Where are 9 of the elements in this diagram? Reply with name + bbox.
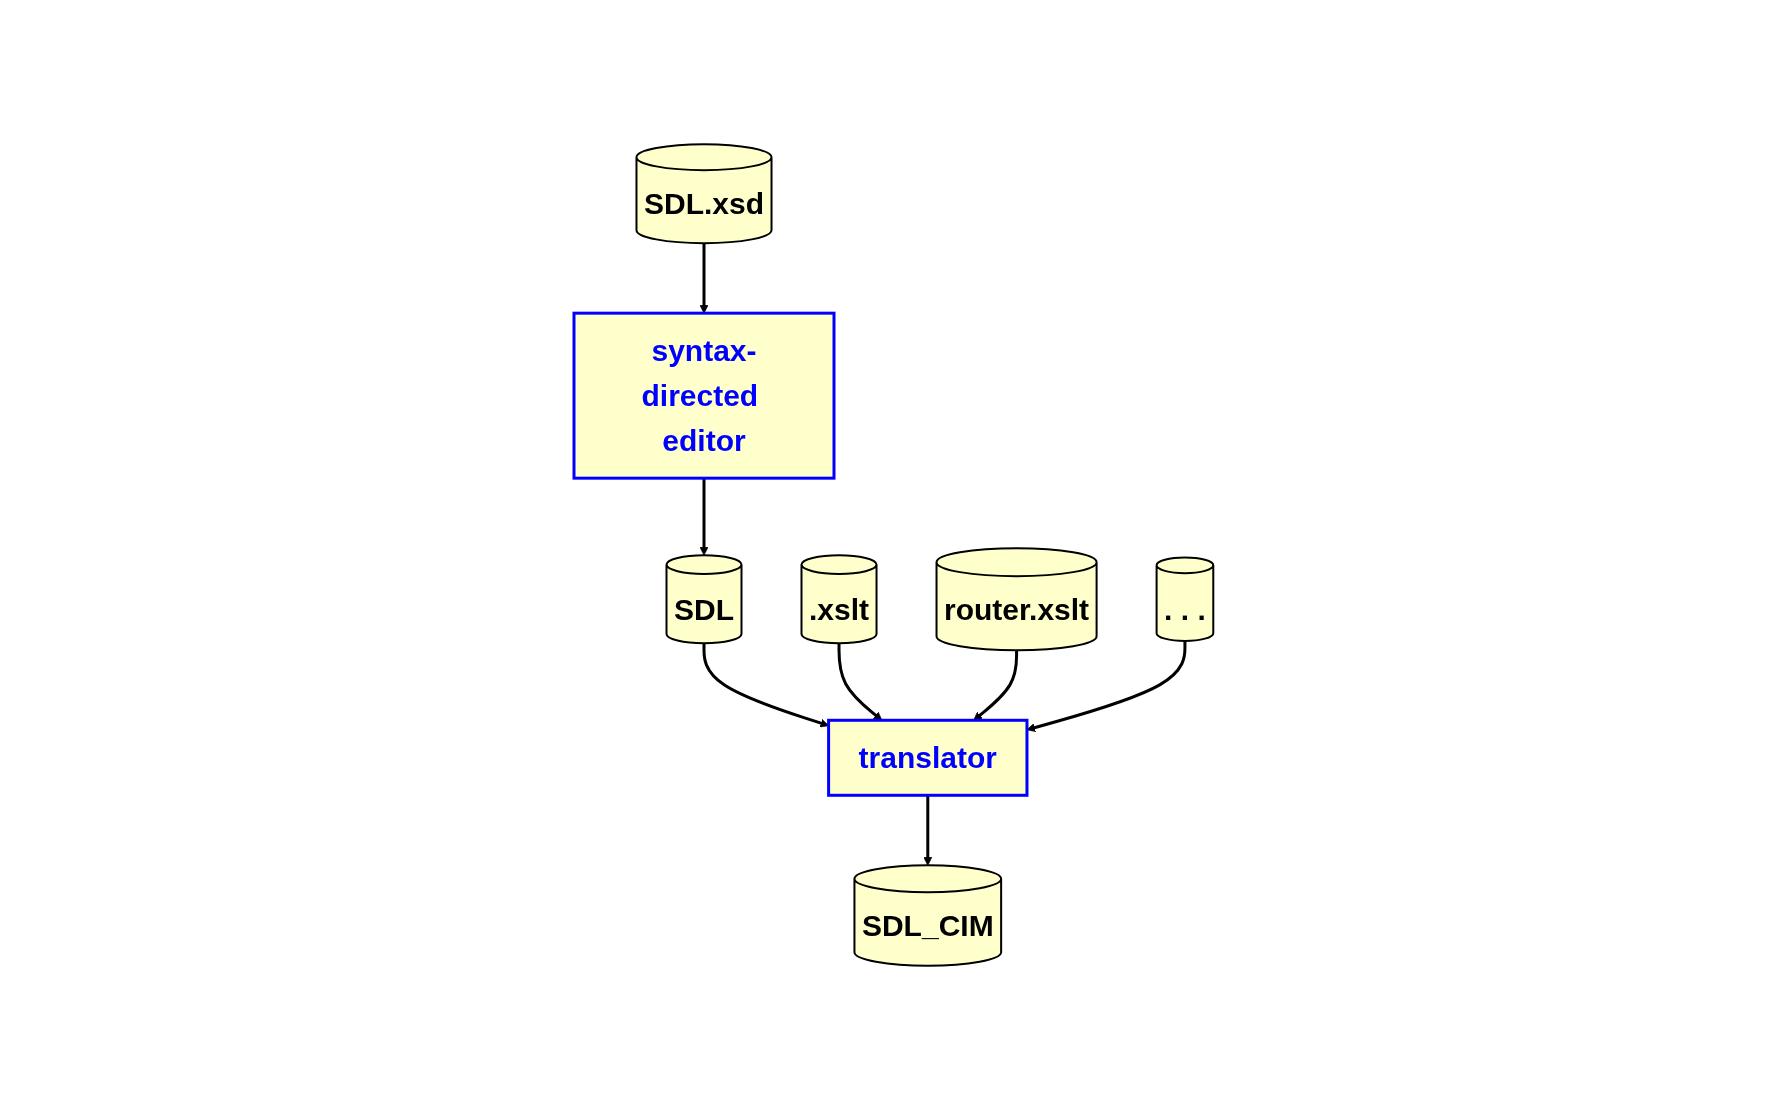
node-box: syntax-directed editor bbox=[572, 311, 836, 480]
arrow bbox=[923, 795, 933, 866]
arrow bbox=[837, 643, 883, 721]
arrow bbox=[699, 243, 709, 314]
arrow bbox=[973, 650, 1018, 721]
arrow bbox=[1026, 640, 1187, 732]
arrow bbox=[699, 478, 709, 556]
node-box: translator bbox=[826, 718, 1029, 797]
arrow bbox=[702, 643, 829, 728]
